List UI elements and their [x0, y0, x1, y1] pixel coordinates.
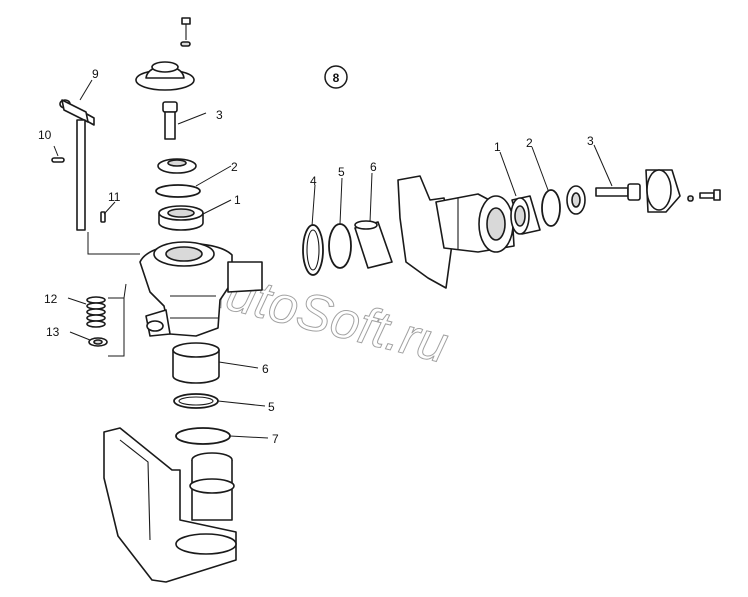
end-cap-right	[645, 169, 681, 213]
callout-3-top: 3	[216, 108, 223, 122]
top-bearing	[158, 205, 204, 231]
callout-7: 7	[272, 432, 279, 446]
seal-ring-2-right	[541, 189, 561, 227]
knuckle-housing	[139, 241, 263, 337]
leader-lines	[53, 79, 613, 439]
callout-9: 9	[92, 67, 99, 81]
callout-5-low: 5	[268, 400, 275, 414]
group-label-badge: 8	[324, 65, 348, 89]
bolt-3-right	[595, 183, 641, 201]
top-bushing	[157, 158, 197, 174]
washer-13	[88, 337, 108, 347]
lower-oring-7	[175, 427, 231, 445]
ring-4	[302, 224, 324, 276]
base-bracket	[103, 427, 237, 583]
bushing-right	[566, 185, 586, 215]
lower-ring-5	[173, 393, 219, 409]
callout-4: 4	[310, 174, 317, 188]
small-pin-10	[51, 157, 65, 163]
top-screw	[180, 17, 191, 47]
callout-12: 12	[44, 292, 58, 306]
top-seal-ring	[155, 184, 201, 198]
hub-flange	[397, 175, 515, 289]
callout-1-right: 1	[494, 140, 501, 154]
assembly-bracket	[87, 232, 140, 357]
callout-5-mid: 5	[338, 165, 345, 179]
callout-6-mid: 6	[370, 160, 377, 174]
group-label-text: 8	[333, 71, 340, 85]
callout-1-left: 1	[234, 193, 241, 207]
callout-13: 13	[46, 325, 60, 339]
callout-3-right: 3	[587, 134, 594, 148]
end-screw-right	[687, 189, 721, 202]
ring-5-right	[328, 223, 352, 269]
top-cap	[135, 61, 195, 91]
bearing-1-right	[510, 195, 541, 235]
callout-2-left: 2	[231, 160, 238, 174]
callouts: 9 3 10 2 11 1 12 13 4 5 6 1 2 3 6 5 7	[38, 67, 594, 446]
top-bolt	[162, 101, 178, 140]
lever-rod	[59, 99, 95, 231]
spring-12	[86, 296, 106, 328]
lower-bushing-6	[172, 342, 220, 384]
small-pin-11	[100, 211, 106, 223]
callout-6-low: 6	[262, 362, 269, 376]
callout-2-right: 2	[526, 136, 533, 150]
bushing-6-right	[354, 220, 393, 269]
callout-11: 11	[108, 190, 121, 204]
callout-10: 10	[38, 128, 52, 142]
